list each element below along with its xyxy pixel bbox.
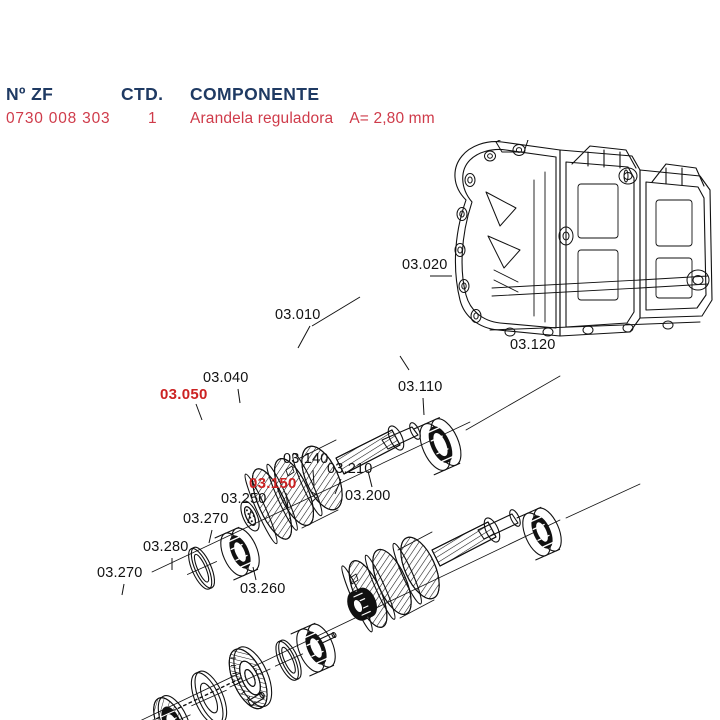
- callout-03-110: 03.110: [398, 379, 443, 395]
- leader-03-120: [399, 355, 410, 371]
- leader-03-260: [252, 566, 257, 581]
- part-03-010-shaft: [240, 422, 421, 545]
- callout-03-010: 03.010: [275, 307, 321, 323]
- callout-03-270-b: 03.270: [97, 565, 143, 581]
- part-03-140-bearing: [290, 622, 336, 677]
- callout-03-200: 03.200: [345, 488, 391, 504]
- leader-03-200: [367, 470, 373, 488]
- leader-03-020: [311, 296, 361, 327]
- part-03-250-toothed-gear: [228, 646, 273, 710]
- callout-03-050: 03.050: [160, 386, 208, 403]
- cell-component: Arandela reguladora A= 2,80 mm: [190, 110, 435, 128]
- transmission-housing: [454, 140, 713, 337]
- callout-03-280: 03.280: [143, 539, 189, 555]
- callout-03-140: 03.140: [283, 451, 329, 467]
- component-name: Arandela reguladora: [190, 110, 334, 127]
- callout-03-150: 03.150: [249, 475, 297, 492]
- leader-housing-lower: [565, 483, 641, 519]
- leader-housing-upper: [465, 375, 561, 431]
- parts-table-header-row: Nº ZF CTD. COMPONENTE: [0, 84, 720, 110]
- leader-03-040: [237, 388, 241, 404]
- exploded-parts-diagram: [0, 140, 720, 720]
- table-row: 0730 008 303 1 Arandela reguladora A= 2,8…: [0, 110, 720, 136]
- part-03-270-washer-upper: [190, 670, 228, 720]
- part-03-050-adjusting-washer: [186, 546, 218, 590]
- callout-03-250: 03.250: [221, 491, 267, 507]
- axis-line-lower: [140, 519, 561, 720]
- part-03-260-dowel-pin: [247, 691, 265, 707]
- leader-03-250: [247, 509, 252, 524]
- cell-part-number: 0730 008 303: [6, 110, 111, 127]
- part-03-110-shaft: [341, 509, 521, 633]
- leader-03-010: [297, 325, 311, 349]
- callout-leaders: [121, 296, 425, 596]
- leader-03-270-a: [208, 529, 213, 544]
- cell-quantity: 1: [148, 110, 157, 127]
- leader-03-140: [312, 469, 315, 486]
- part-03-040-bearing: [214, 526, 260, 581]
- component-spec: A= 2,80 mm: [349, 110, 435, 127]
- callout-03-270-a: 03.270: [183, 511, 229, 527]
- callout-03-040: 03.040: [203, 370, 249, 386]
- callout-03-260: 03.260: [240, 581, 286, 597]
- callout-03-120: 03.120: [510, 337, 556, 353]
- diagram-canvas: [121, 140, 713, 720]
- leader-03-210: [334, 478, 342, 495]
- part-03-020-bearing: [413, 417, 462, 476]
- column-header-quantity: CTD.: [121, 84, 164, 104]
- callout-03-210: 03.210: [327, 461, 373, 477]
- leader-03-110: [422, 397, 425, 416]
- part-03-200-splined-hub: [347, 587, 378, 621]
- column-header-part-number: Nº ZF: [6, 84, 54, 104]
- part-03-150-adjusting-washer: [274, 639, 304, 681]
- parts-table: Nº ZF CTD. COMPONENTE 0730 008 303 1 Ara…: [0, 84, 720, 140]
- callout-03-020: 03.020: [402, 257, 448, 273]
- leader-03-150: [285, 492, 289, 509]
- leader-03-050: [195, 403, 203, 421]
- leader-03-270-b: [121, 583, 125, 596]
- column-header-component: COMPONENTE: [190, 84, 320, 104]
- part-03-120-bearing: [516, 506, 562, 561]
